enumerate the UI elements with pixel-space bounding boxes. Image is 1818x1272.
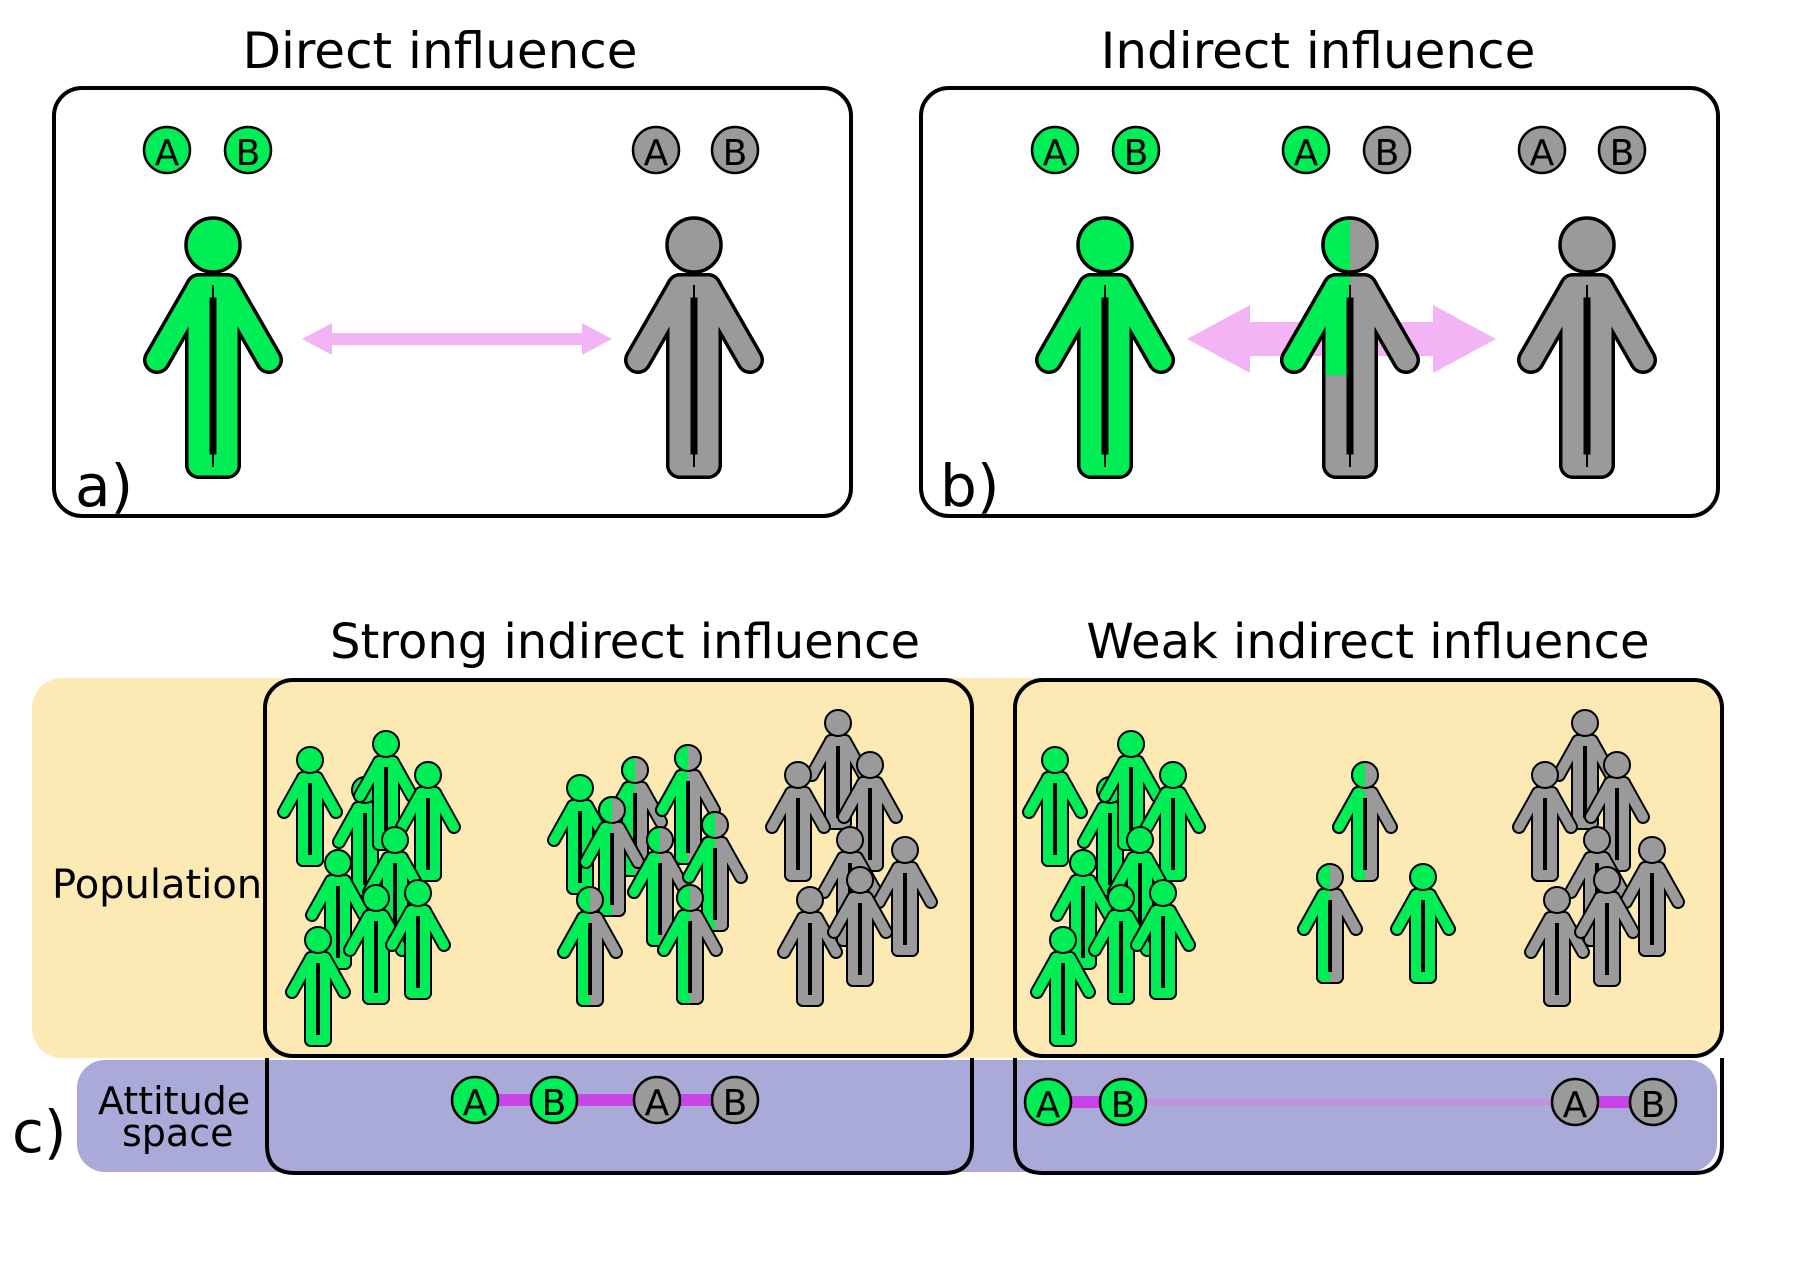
badge-b — [1362, 125, 1412, 175]
row-attitude-label-2: space — [122, 1111, 233, 1155]
panel-b: A B A B A B b) — [919, 86, 1720, 520]
badge-text: A — [644, 133, 669, 174]
panel-a-right-badges: A B — [631, 125, 760, 175]
badge-text: A — [463, 1083, 488, 1124]
badge-b — [1597, 125, 1647, 175]
badge-text: A — [155, 133, 180, 174]
badge-text: A — [1294, 133, 1319, 174]
badge-a — [1030, 125, 1080, 175]
badge-text: B — [1610, 133, 1635, 174]
badge-b — [710, 1075, 760, 1125]
badge-a — [1023, 1077, 1073, 1127]
strong-attitude-frame — [265, 1058, 974, 1175]
badge-a — [450, 1075, 500, 1125]
badge-b — [1098, 1077, 1148, 1127]
badge-a — [1517, 125, 1567, 175]
panel-b-badges-right: A B — [1517, 125, 1647, 175]
badge-text: A — [1530, 133, 1555, 174]
panel-a-title: Direct influence — [242, 22, 637, 80]
direct-influence-arrow — [302, 323, 612, 355]
badge-b — [529, 1075, 579, 1125]
badge-text: B — [1111, 1085, 1136, 1126]
weak-attitude-frame — [1013, 1058, 1724, 1175]
badge-a — [1550, 1077, 1600, 1127]
badge-text: B — [542, 1083, 567, 1124]
badge-text: B — [1641, 1085, 1666, 1126]
badge-b — [1628, 1077, 1678, 1127]
badge-text: A — [645, 1083, 670, 1124]
panel-a-label: a) — [75, 452, 133, 520]
row-population-label: Population — [52, 862, 262, 908]
badge-a — [142, 125, 192, 175]
strong-title: Strong indirect influence — [330, 614, 920, 670]
badge-a — [1281, 125, 1331, 175]
badge-text: A — [1563, 1085, 1588, 1126]
badge-b — [710, 125, 760, 175]
badge-text: A — [1036, 1085, 1061, 1126]
panel-a-left-badges: A B — [142, 125, 273, 175]
panel-b-badges-left: A B — [1030, 125, 1161, 175]
panel-a: A B A B a) — [52, 86, 853, 520]
badge-text: B — [1375, 133, 1400, 174]
strong-attitude-space: A B A B — [450, 1075, 760, 1125]
badge-b — [223, 125, 273, 175]
weak-attitude-space: A B A B — [1023, 1077, 1678, 1127]
badge-text: A — [1043, 133, 1068, 174]
attitude-band — [77, 1060, 1717, 1172]
badge-text: B — [236, 133, 261, 174]
panel-b-badges-middle: A B — [1281, 125, 1412, 175]
panel-b-label: b) — [940, 452, 999, 520]
weak-title: Weak indirect influence — [1086, 614, 1649, 670]
badge-text: B — [723, 133, 748, 174]
badge-a — [631, 125, 681, 175]
badge-text: B — [723, 1083, 748, 1124]
panel-c-label: c) — [12, 1098, 67, 1166]
badge-text: B — [1124, 133, 1149, 174]
badge-a — [632, 1075, 682, 1125]
badge-b — [1111, 125, 1161, 175]
panel-a-frame — [52, 86, 853, 518]
panel-b-title: Indirect influence — [1101, 22, 1536, 80]
row-attitude-label-1: Attitude — [98, 1079, 250, 1123]
